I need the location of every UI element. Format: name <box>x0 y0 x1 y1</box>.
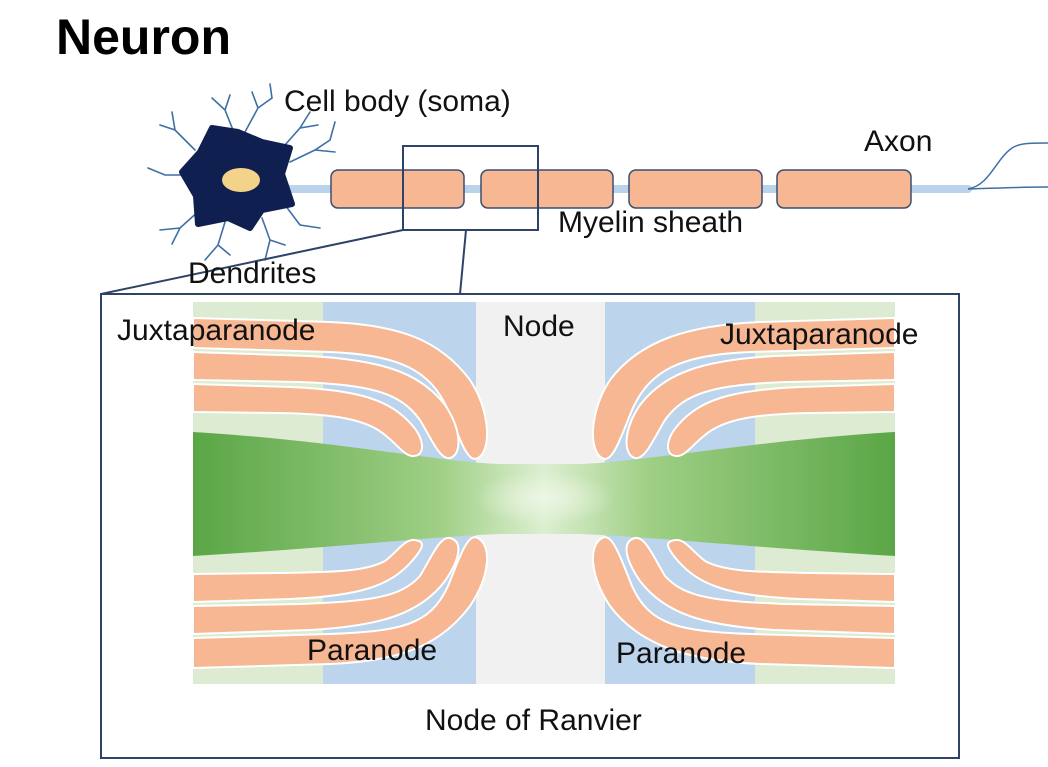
myelin-loops-upper-left <box>193 316 488 460</box>
dendrites-label: Dendrites <box>188 257 316 290</box>
zoom-box <box>402 145 539 231</box>
node-of-ranvier-label: Node of Ranvier <box>425 704 642 737</box>
axon-core-glow <box>475 470 615 526</box>
myelin-segment <box>480 169 614 209</box>
axon-terminal-branch <box>967 186 1048 190</box>
myelin-segment <box>776 169 912 209</box>
myelin-loops-lower-left <box>193 536 488 670</box>
node-label: Node <box>503 310 575 343</box>
myelin-loops-lower-right <box>592 536 895 670</box>
cell-body-label: Cell body (soma) <box>284 85 511 118</box>
myelin-segment <box>628 169 763 209</box>
axon-terminal <box>967 142 1048 190</box>
nucleus <box>222 168 260 192</box>
myelin-segment <box>330 169 465 209</box>
juxtaparanode-right-label: Juxtaparanode <box>720 318 919 351</box>
paranode-right-label: Paranode <box>616 637 746 670</box>
axon-label: Axon <box>864 125 932 158</box>
paranode-left-label: Paranode <box>307 634 437 667</box>
zoom-connector-left <box>100 229 404 295</box>
node-of-ranvier-illustration <box>193 302 895 684</box>
juxtaparanode-left-label: Juxtaparanode <box>117 314 316 347</box>
page-title: Neuron <box>56 9 231 65</box>
myelin-loops-upper-right <box>592 316 895 460</box>
myelin-segments <box>330 169 912 209</box>
myelin-sheath-label: Myelin sheath <box>558 206 743 239</box>
zoom-connector-right <box>459 229 467 295</box>
